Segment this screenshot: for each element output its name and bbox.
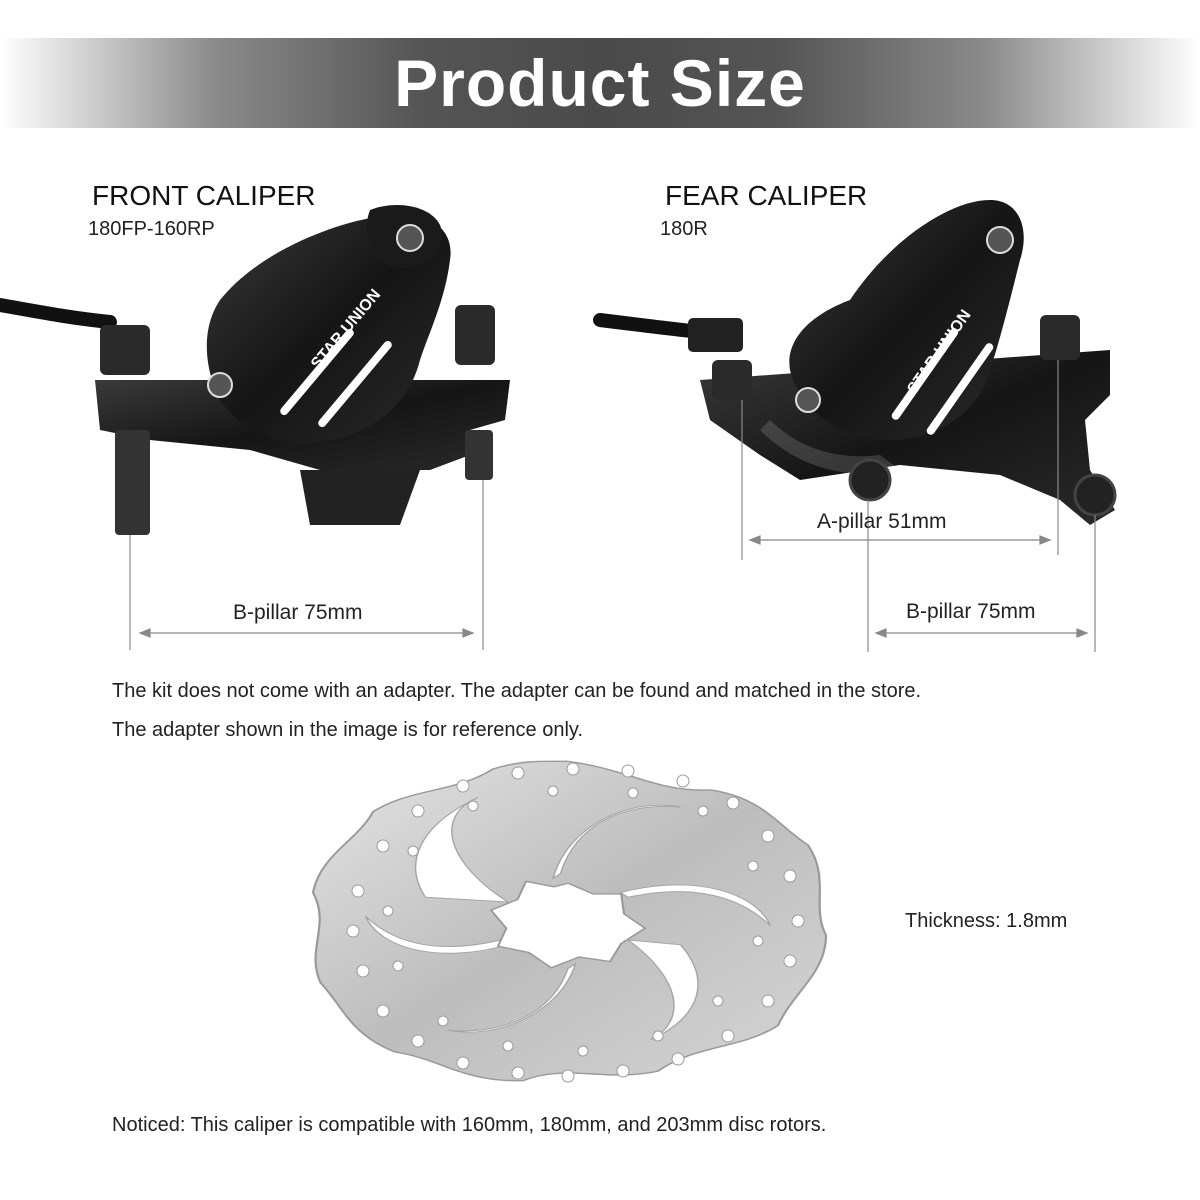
rear-caliper-image: STAR UNION bbox=[593, 200, 1117, 525]
rotor-holes bbox=[346, 762, 805, 1083]
front-caliper-image: STAR UNION bbox=[0, 205, 510, 535]
rear-b-pillar-label: B-pillar 75mm bbox=[906, 600, 1036, 623]
adapter-note-line2: The adapter shown in the image is for re… bbox=[112, 719, 583, 741]
adapter-note-line1: The kit does not come with an adapter. T… bbox=[112, 680, 922, 702]
front-caliper-title: FRONT CALIPER bbox=[92, 180, 316, 211]
front-caliper-body bbox=[206, 214, 451, 443]
rear-top-bolt bbox=[1040, 315, 1080, 360]
rear-caliper-model: 180R bbox=[660, 218, 708, 240]
rear-a-pillar-label: A-pillar 51mm bbox=[817, 510, 947, 533]
front-caliper-model: 180FP-160RP bbox=[88, 218, 215, 240]
front-top-bolt bbox=[455, 305, 495, 365]
page-title: Product Size bbox=[394, 46, 806, 120]
rear-caliper-title: FEAR CALIPER bbox=[665, 180, 868, 211]
front-brake-hose bbox=[0, 298, 117, 329]
title-banner: Product Size bbox=[0, 38, 1200, 128]
rear-brake-hose bbox=[593, 313, 707, 339]
measurement-lines bbox=[129, 360, 1096, 652]
rotor-thickness-label: Thickness: 1.8mm bbox=[905, 910, 1068, 932]
compatibility-note: Noticed: This caliper is compatible with… bbox=[112, 1114, 827, 1136]
front-b-pillar-label: B-pillar 75mm bbox=[233, 601, 363, 624]
front-mount-bolt bbox=[115, 430, 150, 535]
disc-rotor-image bbox=[311, 760, 828, 1083]
